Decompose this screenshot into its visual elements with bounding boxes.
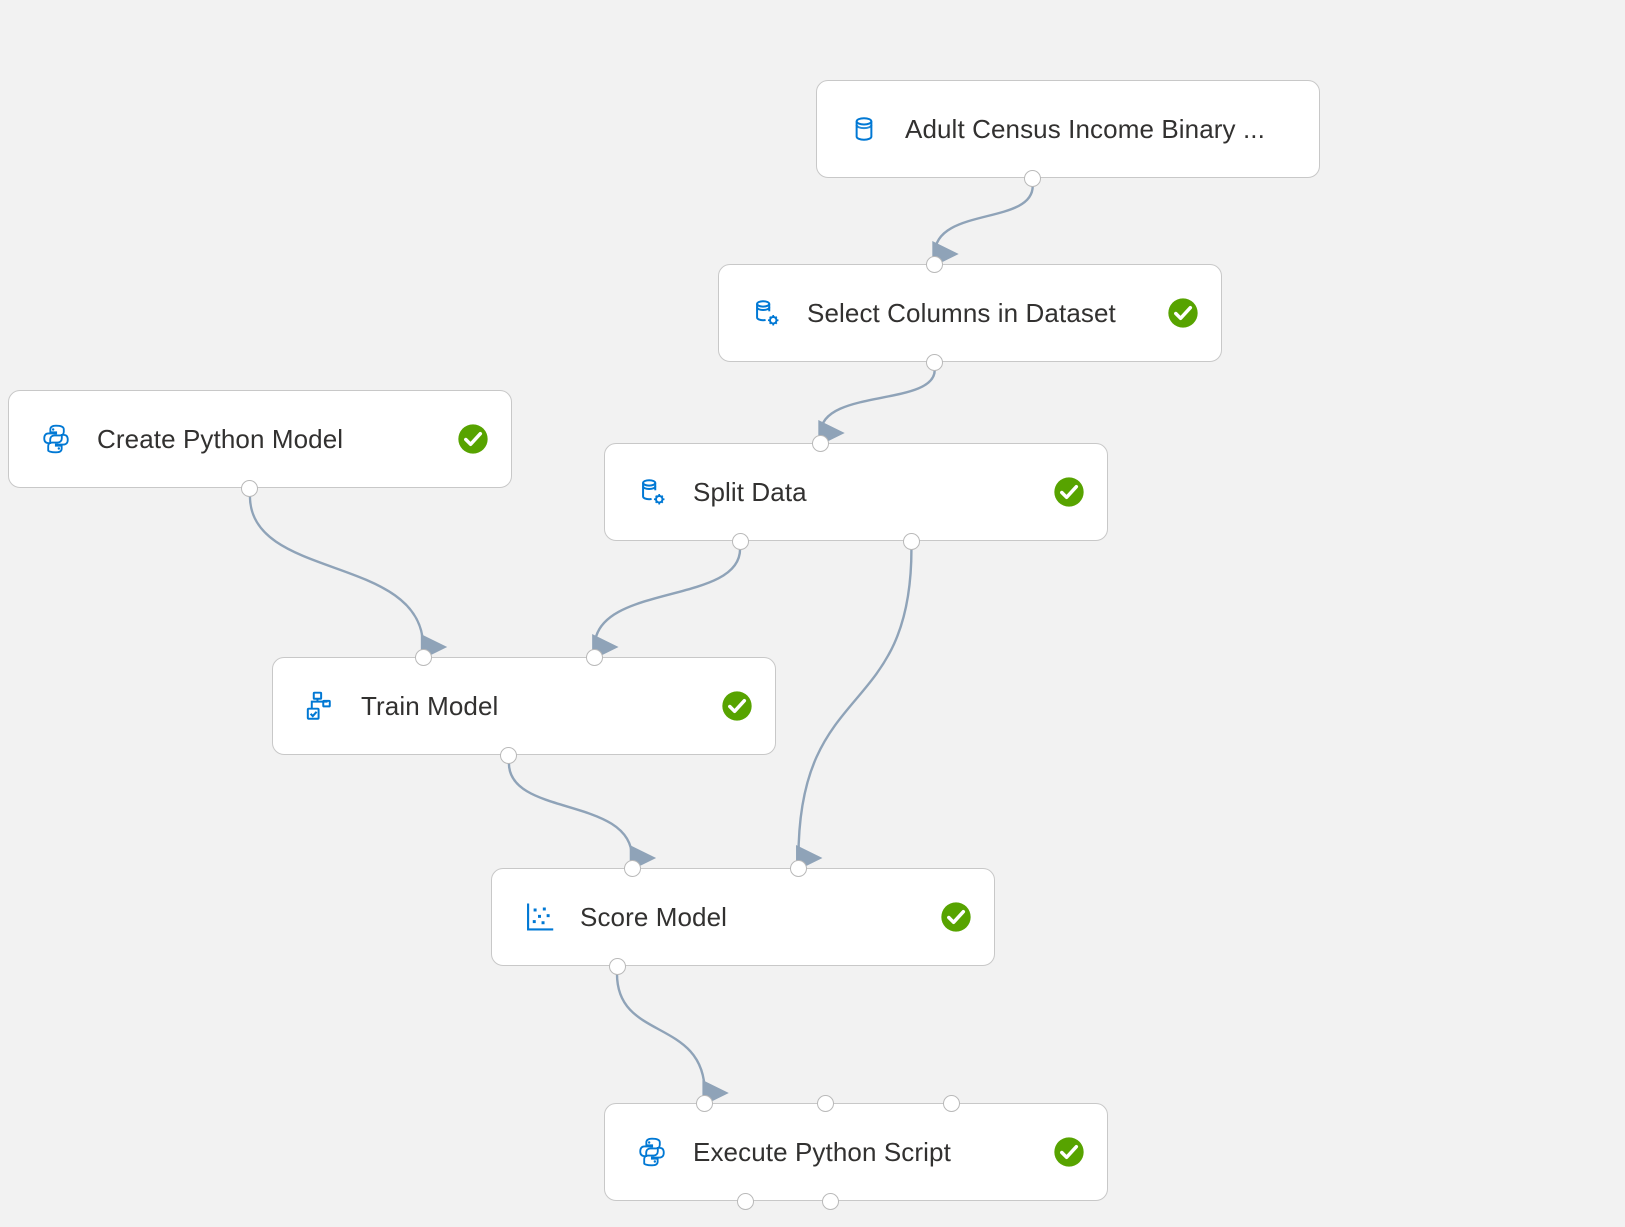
select-columns-icon xyxy=(749,296,783,330)
edge-train-model-to-score-model[interactable] xyxy=(507,762,657,871)
output-port[interactable] xyxy=(902,532,920,550)
node-title: Execute Python Script xyxy=(693,1136,951,1167)
node-execute-python-script[interactable]: Execute Python Script xyxy=(604,1103,1108,1201)
edge-create-python-model-to-train-model[interactable] xyxy=(248,495,448,660)
edge-split-data-to-train-model[interactable] xyxy=(592,548,742,660)
edge-score-model-to-execute-python-script[interactable] xyxy=(615,973,729,1106)
input-port[interactable] xyxy=(943,1094,961,1112)
node-select-columns[interactable]: Select Columns in Dataset xyxy=(718,264,1222,362)
status-badge-completed xyxy=(1053,476,1085,508)
output-port[interactable] xyxy=(1024,169,1042,187)
edge-select-columns-to-split-data[interactable] xyxy=(818,369,936,446)
status-badge-completed xyxy=(940,901,972,933)
output-port[interactable] xyxy=(736,1192,754,1210)
python-icon xyxy=(39,422,73,456)
split-data-icon xyxy=(635,475,669,509)
edge-dataset-to-select-columns[interactable] xyxy=(932,185,1034,267)
node-title: Select Columns in Dataset xyxy=(807,297,1116,328)
node-title: Score Model xyxy=(580,901,728,932)
output-port[interactable] xyxy=(822,1192,840,1210)
train-model-icon xyxy=(303,689,337,723)
node-train-model[interactable]: Train Model xyxy=(272,657,776,755)
output-port[interactable] xyxy=(926,353,944,371)
node-title: Train Model xyxy=(361,690,499,721)
input-port[interactable] xyxy=(789,859,807,877)
edge-split-data-to-score-model[interactable] xyxy=(796,548,913,871)
output-port[interactable] xyxy=(731,532,749,550)
input-port[interactable] xyxy=(623,859,641,877)
output-port[interactable] xyxy=(500,746,518,764)
node-title: Split Data xyxy=(693,476,807,507)
dataset-icon xyxy=(847,112,881,146)
input-port[interactable] xyxy=(817,1094,835,1112)
status-badge-completed xyxy=(1167,297,1199,329)
input-port[interactable] xyxy=(586,648,604,666)
score-model-icon xyxy=(522,900,556,934)
node-dataset[interactable]: Adult Census Income Binary ... xyxy=(816,80,1320,178)
node-title: Adult Census Income Binary ... xyxy=(905,113,1265,144)
output-port[interactable] xyxy=(608,957,626,975)
status-badge-completed xyxy=(1053,1136,1085,1168)
input-port[interactable] xyxy=(696,1094,714,1112)
node-score-model[interactable]: Score Model xyxy=(491,868,995,966)
status-badge-completed xyxy=(457,423,489,455)
node-title: Create Python Model xyxy=(97,423,344,454)
python-icon xyxy=(635,1135,669,1169)
input-port[interactable] xyxy=(414,648,432,666)
status-badge-completed xyxy=(721,690,753,722)
output-port[interactable] xyxy=(241,479,259,497)
node-create-python-model[interactable]: Create Python Model xyxy=(8,390,512,488)
node-split-data[interactable]: Split Data xyxy=(604,443,1108,541)
input-port[interactable] xyxy=(812,434,830,452)
input-port[interactable] xyxy=(926,255,944,273)
